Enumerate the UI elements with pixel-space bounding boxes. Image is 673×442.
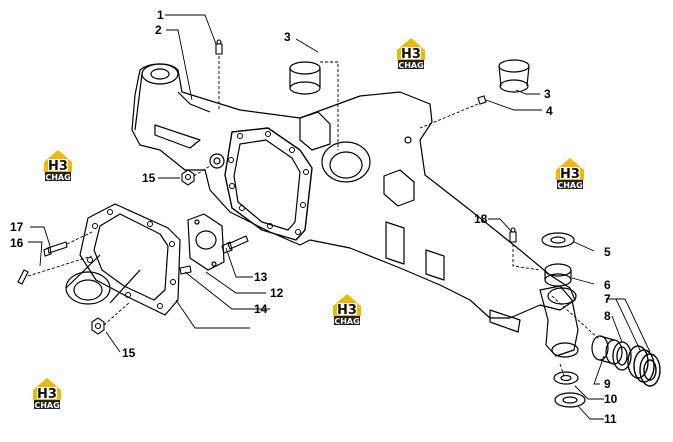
bolt-13 [221, 235, 249, 254]
callout-11: 11 [604, 412, 617, 426]
watermark-logo-4: H3 CHAG [333, 294, 361, 326]
callout-12: 12 [270, 286, 284, 300]
fitting-4 [477, 95, 487, 105]
callout-16: 16 [10, 236, 24, 250]
callout-4: 4 [546, 104, 553, 118]
nut-15-upper [181, 169, 195, 186]
svg-text:CHAG: CHAG [34, 401, 59, 410]
watermark-logo-5: H3 CHAG [33, 378, 61, 410]
callout-1: 1 [157, 8, 164, 22]
watermark-logo-1: H3 CHAG [397, 38, 425, 70]
seals-7 [627, 345, 661, 387]
grease-fitting-1 [215, 39, 223, 55]
flange-bolt-holes [228, 131, 309, 235]
callout-2: 2 [155, 23, 162, 37]
callout-15-upper: 15 [142, 171, 156, 185]
washer-10 [553, 371, 579, 385]
nut-15-lower [91, 317, 105, 335]
grease-fitting-18 [509, 227, 517, 243]
svg-text:CHAG: CHAG [45, 173, 70, 182]
callout-15-lower: 15 [122, 346, 136, 360]
callout-10: 10 [604, 392, 618, 406]
bushing-6 [544, 263, 572, 287]
callout-labels: 1 2 3 3 4 5 6 7 8 9 10 11 12 13 14 15 15… [10, 8, 618, 426]
svg-text:H3: H3 [337, 303, 357, 318]
watermark-logo-3: H3 CHAG [556, 158, 584, 190]
callout-18: 18 [474, 212, 488, 226]
svg-text:H3: H3 [48, 159, 68, 174]
leader-lines [28, 14, 651, 420]
svg-text:CHAG: CHAG [557, 181, 582, 190]
axle-housing [131, 63, 579, 358]
callout-17: 17 [10, 220, 24, 234]
assembly-dashed-lines [27, 56, 601, 377]
pin-14 [179, 265, 192, 275]
svg-text:CHAG: CHAG [398, 61, 423, 70]
callout-6: 6 [604, 278, 611, 292]
callout-14: 14 [254, 302, 268, 316]
carrier-housing [65, 203, 181, 316]
callout-8: 8 [604, 309, 611, 323]
bearing-cap [187, 213, 225, 271]
callout-3a: 3 [284, 30, 291, 44]
svg-text:H3: H3 [560, 167, 580, 182]
stud-16 [17, 269, 29, 285]
svg-text:CHAG: CHAG [334, 317, 359, 326]
svg-text:H3: H3 [401, 47, 421, 62]
callout-9: 9 [604, 377, 611, 391]
watermark-logo-2: H3 CHAG [44, 150, 72, 182]
svg-text:H3: H3 [37, 387, 57, 402]
callout-13: 13 [254, 270, 268, 284]
bushing-3-left [289, 61, 321, 95]
bolt-17 [43, 241, 68, 257]
callout-5: 5 [604, 245, 611, 259]
callout-3b: 3 [544, 87, 551, 101]
bushing-3-right [498, 59, 530, 93]
washer-5 [541, 232, 575, 248]
washer-11 [554, 392, 586, 408]
callout-7: 7 [604, 292, 611, 306]
watermark-logos: H3 CHAG H3 CHAG H3 CHAG H3 CHAG [33, 38, 584, 410]
